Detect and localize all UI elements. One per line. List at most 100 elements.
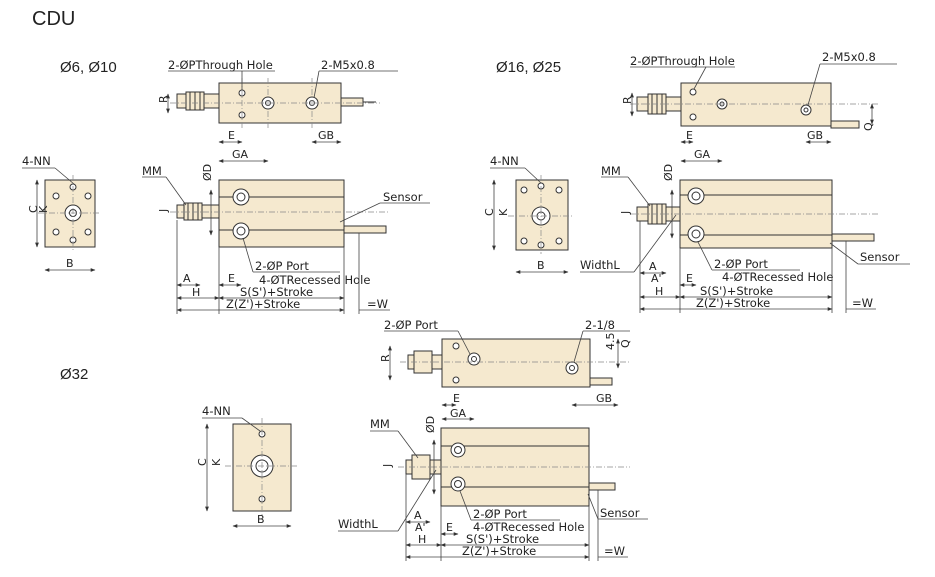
s2-stroke-z-label: Z(Z')+Stroke [696,296,770,310]
s2-dim-H: H [655,285,663,298]
s2-dim-A2: A' [651,272,662,285]
s3-p-port [450,442,466,458]
section-label-6-10: Ø6, Ø10 [60,59,117,76]
s3-dim-D: ØD [424,416,437,433]
s3-dim-J: J [381,464,394,468]
s2-m5-label: 2-M5x0.8 [822,50,876,64]
s3-p-port [450,476,466,492]
s2-p-port [687,187,705,205]
s2-sensor-cable [831,233,875,242]
s3-dim-A: A [414,509,422,522]
s2-dim-J: J [619,211,632,215]
s1-sensor-cable [343,225,387,234]
s1-w-label: =W [367,297,388,311]
s1-top-sensor-cable [340,97,364,107]
s3-w-label: =W [604,544,625,558]
s1-mm-label: MM [142,164,162,178]
s3-top-view [400,338,630,388]
s2-nn-label: 4-NN [490,154,519,168]
s3-dim-C: C [196,458,209,466]
s1-nn-label: 4-NN [22,154,51,168]
s3-stroke-z-label: Z(Z')+Stroke [462,544,536,558]
s1-dim-C: C [27,205,40,213]
s3-port [565,361,579,375]
s1-dim-A: A [183,272,191,285]
s2-dim-GB: GB [807,129,823,142]
s2-side-view [508,175,574,254]
s1-dim-H: H [192,286,200,299]
s3-one-eighth-label: 2-1/8 [585,318,615,332]
s2-dim-D: ØD [662,164,675,181]
s2-dim-Q: Q [862,122,875,131]
s3-dim-A2: A' [415,521,426,534]
s2-m5-port [800,104,812,116]
s1-m5-label: 2-M5x0.8 [321,58,375,72]
s1-dim-K: K [37,205,50,213]
s1-sensor-label: Sensor [383,190,423,204]
s1-p-port [232,222,250,240]
s1-dim-GB: GB [318,129,334,142]
s1-stroke-z-label: Z(Z')+Stroke [226,297,300,311]
s1-side-view [38,175,100,250]
s3-dim-R: R [379,354,392,362]
s1-dim-R: R [157,95,170,103]
s3-top-body [441,338,591,388]
s3-p-port-label: 2-ØP Port [473,507,527,521]
s3-mm-label: MM [370,417,390,431]
s3-dim-E2: E [446,521,453,534]
s1-dim-E2: E [228,272,235,285]
s1-dim-D: ØD [201,164,214,181]
s2-dim-R: R [621,96,634,104]
s1-stroke-s-label: S(S')+Stroke [240,285,313,299]
s1-p-port-label: 2-ØP Port [255,259,309,273]
s3-width-l-label: WidthL [338,517,378,531]
s3-dim-E: E [453,392,460,405]
s3-side-view [225,418,298,515]
page-title: CDU [32,8,76,30]
s2-w-label: =W [852,296,873,310]
s2-front-view [630,179,880,249]
s1-dim-E: E [228,129,235,142]
s2-dim-E2: E [686,272,693,285]
s3-dim-GB: GB [596,392,612,405]
s3-stroke-s-label: S(S')+Stroke [466,532,539,546]
s2-mm-label: MM [601,164,621,178]
section-label-32: Ø32 [60,366,89,383]
s2-p-port [687,225,705,243]
s3-p-port-top-label: 2-ØP Port [384,318,438,332]
s1-dim-GA: GA [232,148,249,161]
s1-through-hole-label: 2-ØPThrough Hole [168,58,273,72]
s3-front-view [398,427,630,507]
s1-top-view [170,78,380,128]
s2-top-view [630,82,880,129]
s2-dim-B: B [537,259,545,272]
s3-sensor-cable [588,482,616,491]
s2-dim-C: C [483,208,496,216]
s3-dim-K: K [210,458,223,466]
s2-stroke-s-label: S(S')+Stroke [700,284,773,298]
s3-dim-B: B [257,513,265,526]
s1-p-port [232,188,250,206]
s3-dim-45: 4.5 [604,333,617,351]
s2-p-port-label: 2-ØP Port [714,257,768,271]
s2-dim-K: K [497,208,510,216]
s3-sensor-label: Sensor [600,506,640,520]
s3-dim-H: H [418,533,426,546]
s3-dim-Q: Q [619,339,632,348]
s2-through-hole-label: 2-ØPThrough Hole [630,54,735,68]
s2-dim-A: A [649,260,657,273]
s1-dim-B: B [66,257,74,270]
s3-top-sensor-cable [589,377,613,386]
s1-recessed-label: 4-ØTRecessed Hole [259,273,370,287]
s2-sensor-label: Sensor [860,250,900,264]
section-label-16-25: Ø16, Ø25 [496,59,562,76]
s2-dim-GA: GA [694,148,711,161]
s3-nn-label: 4-NN [202,404,231,418]
s1-front-view [170,179,390,248]
s2-dim-E: E [686,129,693,142]
s3-recessed-label: 4-ØTRecessed Hole [473,520,584,534]
s2-width-l-label: WidthL [580,258,620,272]
s1-dim-J: J [157,209,170,213]
s2-recessed-label: 4-ØTRecessed Hole [722,270,833,284]
